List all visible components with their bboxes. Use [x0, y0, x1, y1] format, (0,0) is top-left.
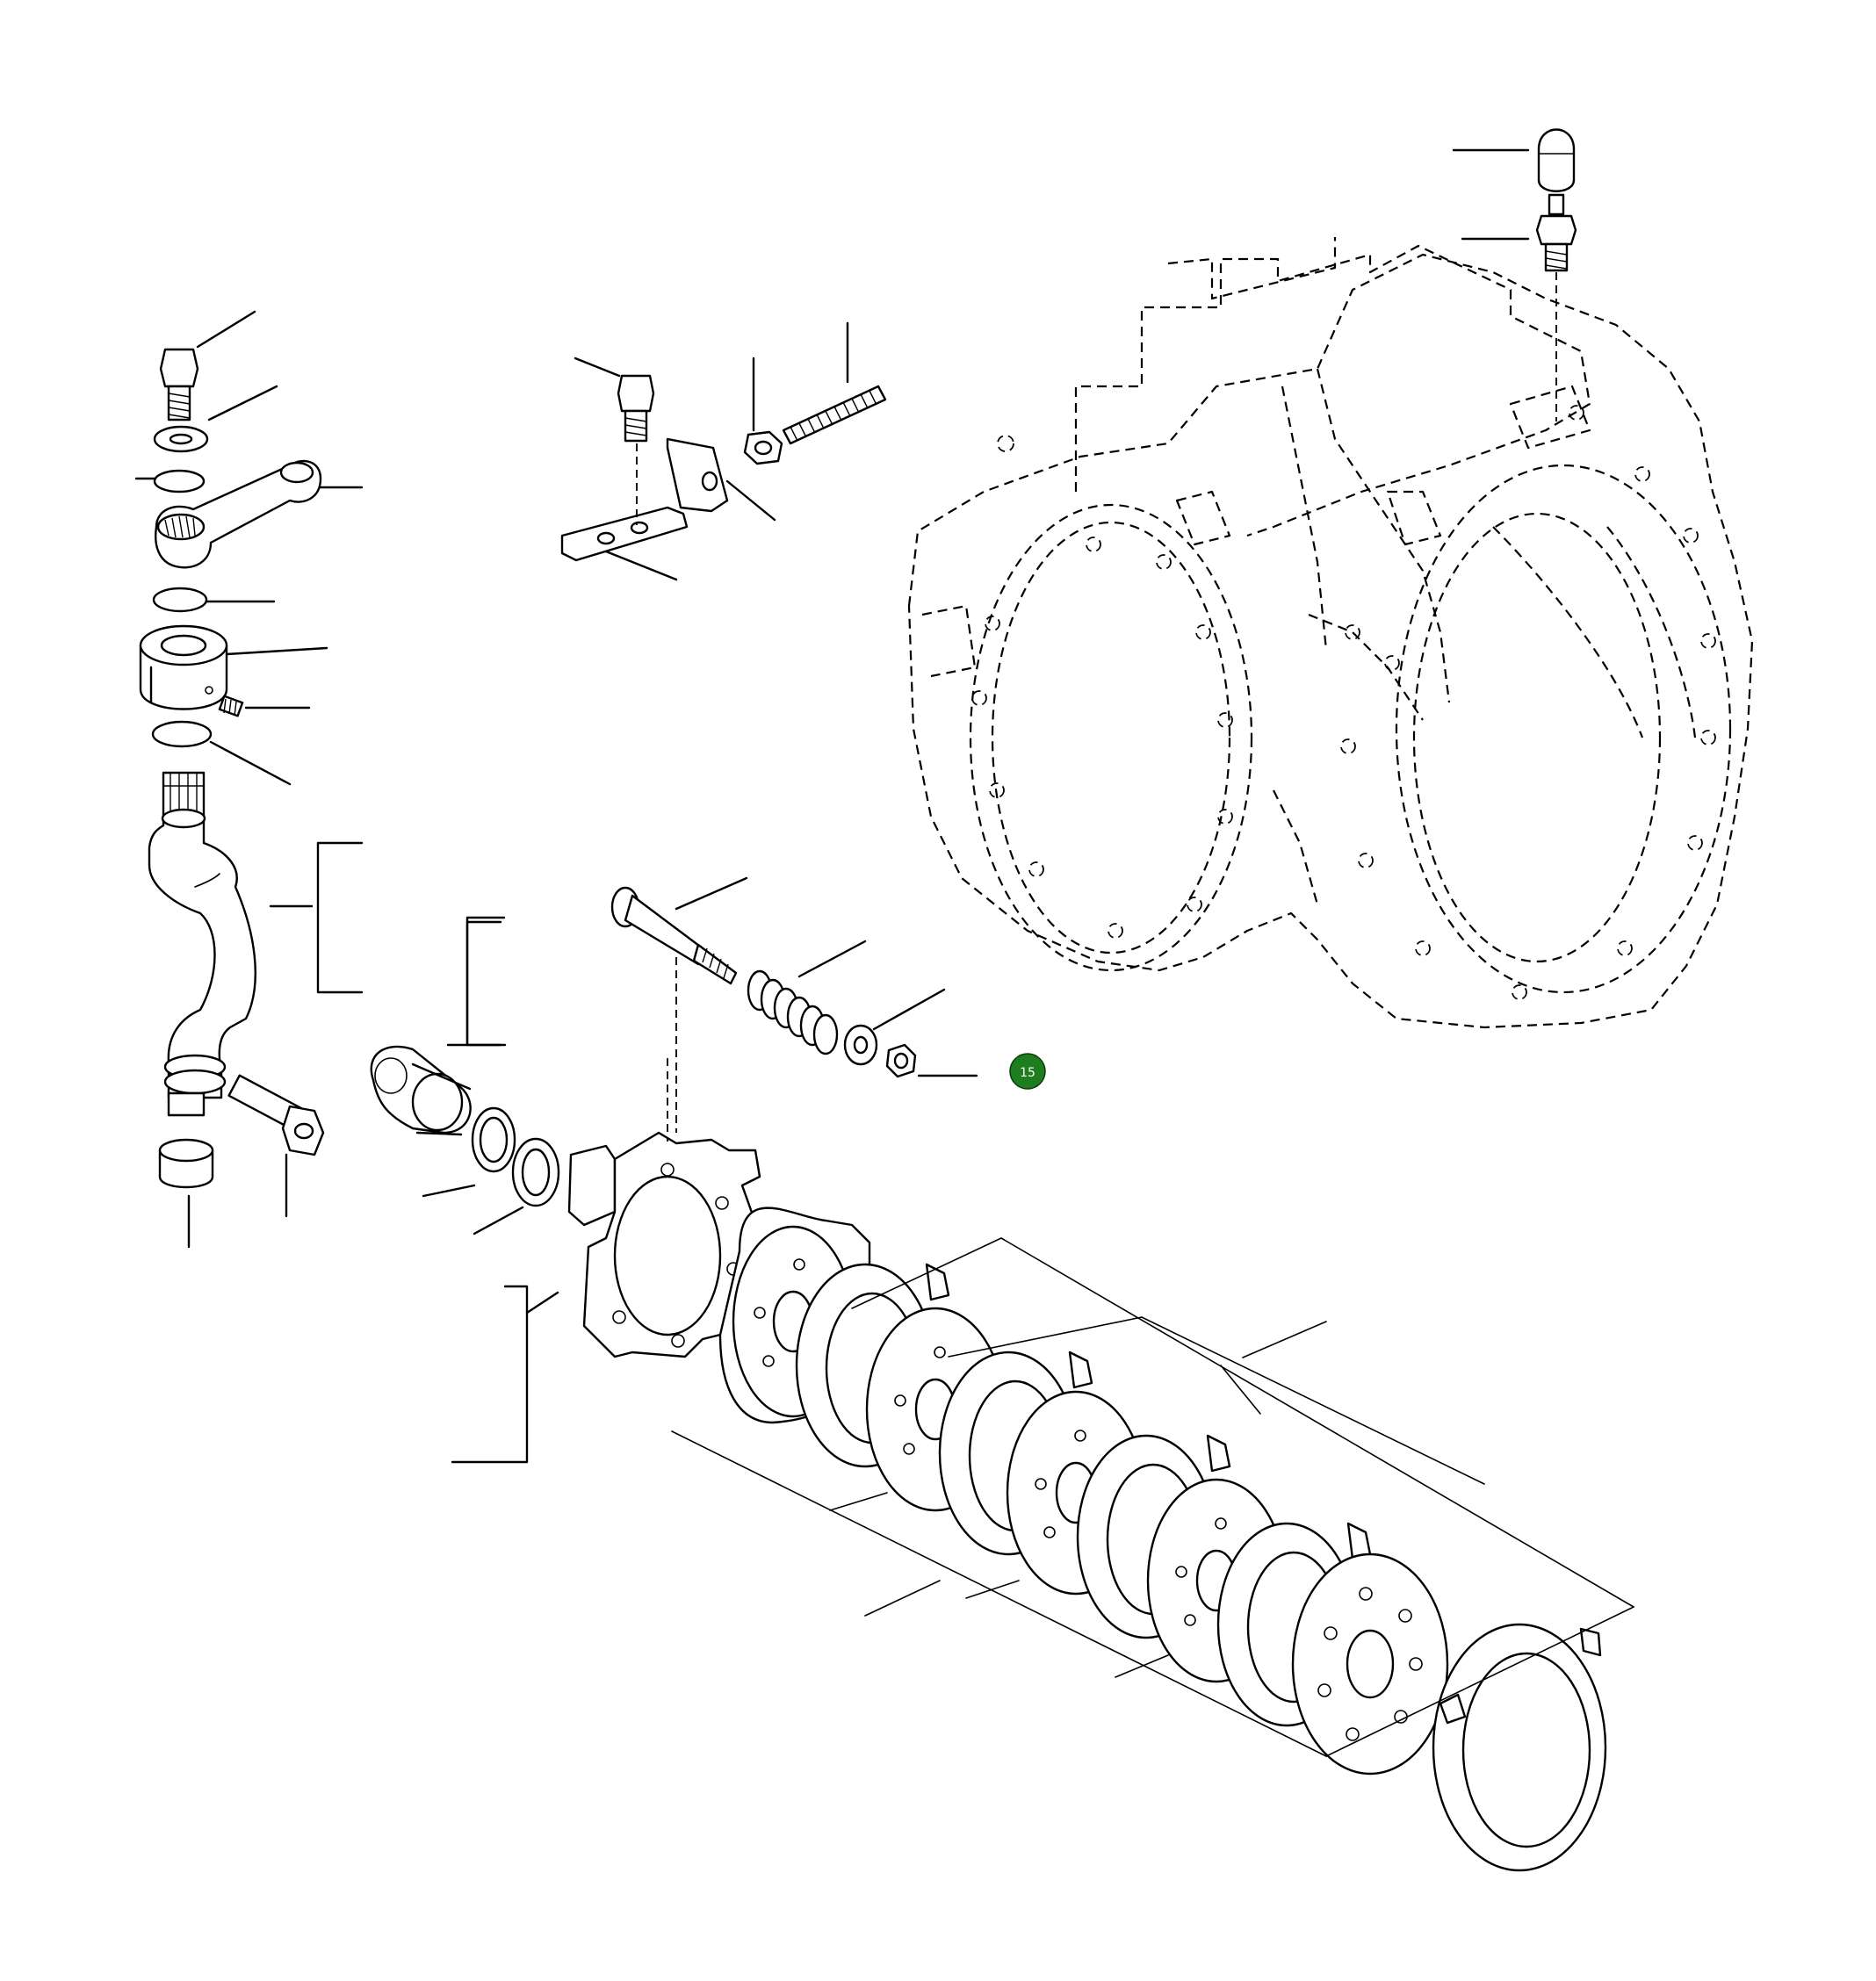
breather-fitting [1535, 193, 1577, 272]
brake-end-plate [1432, 1623, 1607, 1872]
seal-ring-1 [471, 1106, 516, 1173]
steering-knuckle-arm [148, 771, 256, 1117]
leaders-ball-joint [422, 916, 524, 1235]
spring-washer [843, 1024, 878, 1066]
adjuster-plate [560, 437, 729, 562]
callout-marker[interactable]: 15 [1009, 1053, 1046, 1090]
spring-nut [885, 1043, 917, 1078]
axle-housing-phantom [907, 237, 1754, 1029]
set-screw [218, 695, 244, 717]
leaders-middle-group [574, 321, 849, 581]
bushing [139, 624, 228, 710]
o-ring-3 [151, 720, 213, 748]
brake-disc-9 [1291, 1552, 1449, 1776]
pin-bolt [227, 1074, 325, 1156]
o-ring-1 [153, 469, 206, 493]
steering-lever [155, 459, 322, 569]
spring-bolt [610, 886, 738, 985]
friction-disc-stack [718, 1207, 1607, 1872]
housing-bolt-holes [971, 405, 1716, 1000]
ball-joint-sleeve [370, 1045, 472, 1136]
hex-bolt-top [159, 348, 199, 421]
kingpin-cap [158, 1138, 214, 1189]
disc-stack-brackets [671, 1237, 1634, 1757]
hex-bolt-middle [617, 374, 655, 443]
hex-nut [743, 430, 783, 465]
seal-ring-2 [511, 1137, 560, 1207]
threaded-stud [782, 385, 887, 445]
leaders-spring-group [675, 876, 978, 1077]
compression-spring [747, 969, 839, 1055]
breather-cap [1537, 128, 1576, 192]
washer-top [153, 425, 209, 453]
callout-number: 15 [1020, 1066, 1035, 1080]
o-ring-2 [152, 587, 208, 613]
